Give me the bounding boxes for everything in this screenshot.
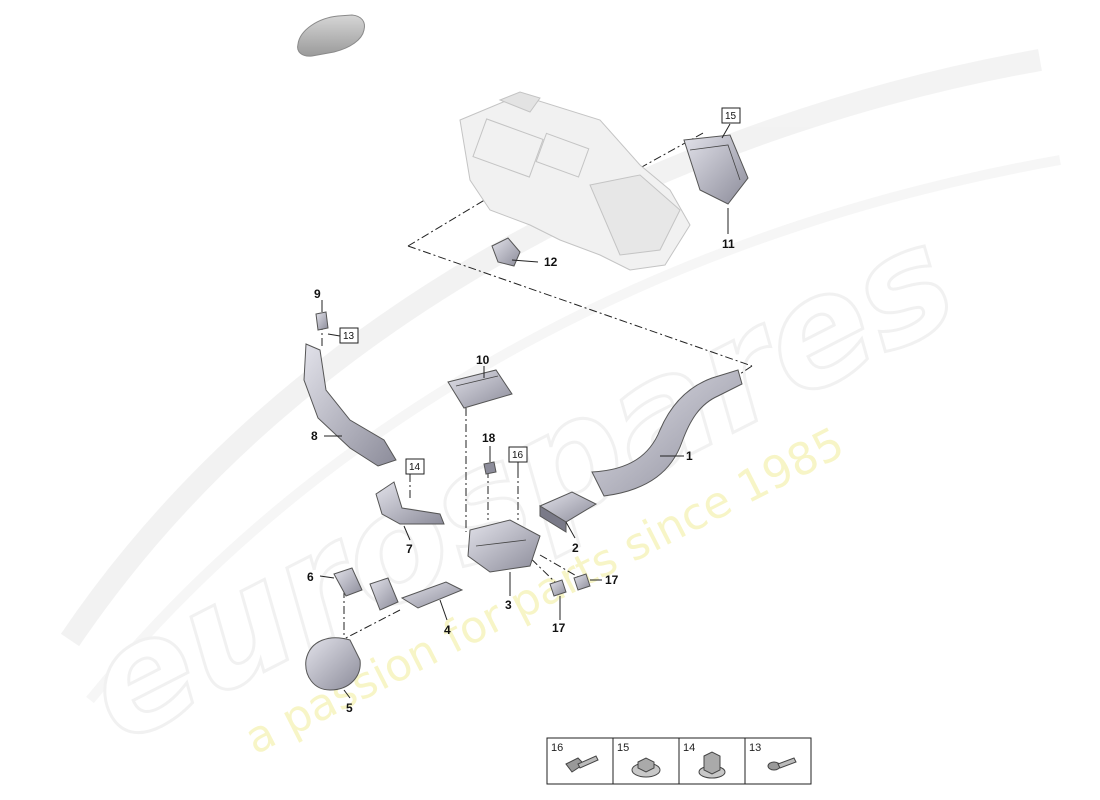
part-17-clips [549, 573, 591, 597]
legend-number-16: 16 [551, 742, 563, 754]
callout-2: 2 [572, 541, 579, 555]
legend-table: 16 15 14 13 [546, 737, 812, 785]
legend-number-13: 13 [749, 742, 761, 754]
callout-17-right: 17 [605, 573, 619, 587]
callout-1: 1 [686, 449, 693, 463]
boxed-refs: 13 14 15 16 [339, 107, 741, 475]
leader-lines [319, 123, 731, 699]
car-silhouette-icon [297, 14, 365, 57]
part-6-outlet [333, 567, 399, 611]
part-7-duct [375, 481, 445, 525]
callout-5: 5 [346, 701, 353, 715]
flange-nut-icon [631, 757, 661, 778]
boxed-ref-13: 13 [343, 331, 355, 342]
part-11-vent [683, 134, 749, 205]
callout-10: 10 [476, 353, 490, 367]
legend-number-14: 14 [683, 742, 695, 754]
callout-7: 7 [406, 542, 413, 556]
part-10-vent [447, 369, 513, 409]
part-8-duct [303, 343, 397, 467]
boxed-ref-14: 14 [409, 462, 421, 473]
bolt-icon [565, 755, 599, 773]
callout-17-lower: 17 [552, 621, 566, 635]
part-18-plug [483, 461, 497, 475]
callouts: 1 2 3 4 5 6 7 8 9 10 11 12 17 17 18 [307, 237, 735, 715]
hex-nut-icon [698, 751, 726, 779]
callout-4: 4 [444, 623, 451, 637]
part-12-bracket [491, 237, 521, 267]
boxed-ref-16: 16 [512, 450, 524, 461]
part-9-clip [315, 311, 329, 331]
callout-9: 9 [314, 287, 321, 301]
part-5-elbow [305, 637, 361, 691]
callout-8: 8 [311, 429, 318, 443]
boxed-ref-15: 15 [725, 111, 737, 122]
callout-18: 18 [482, 431, 496, 445]
callout-3: 3 [505, 598, 512, 612]
part-3-distributor [467, 519, 541, 573]
part-4-duct [400, 581, 464, 609]
part-2-connector [538, 491, 598, 533]
screw-icon [767, 757, 797, 771]
callout-12: 12 [544, 255, 558, 269]
legend-number-15: 15 [617, 742, 629, 754]
part-1-duct [591, 369, 743, 497]
callout-6: 6 [307, 570, 314, 584]
hvac-unit [459, 91, 691, 271]
callout-11: 11 [722, 237, 735, 251]
